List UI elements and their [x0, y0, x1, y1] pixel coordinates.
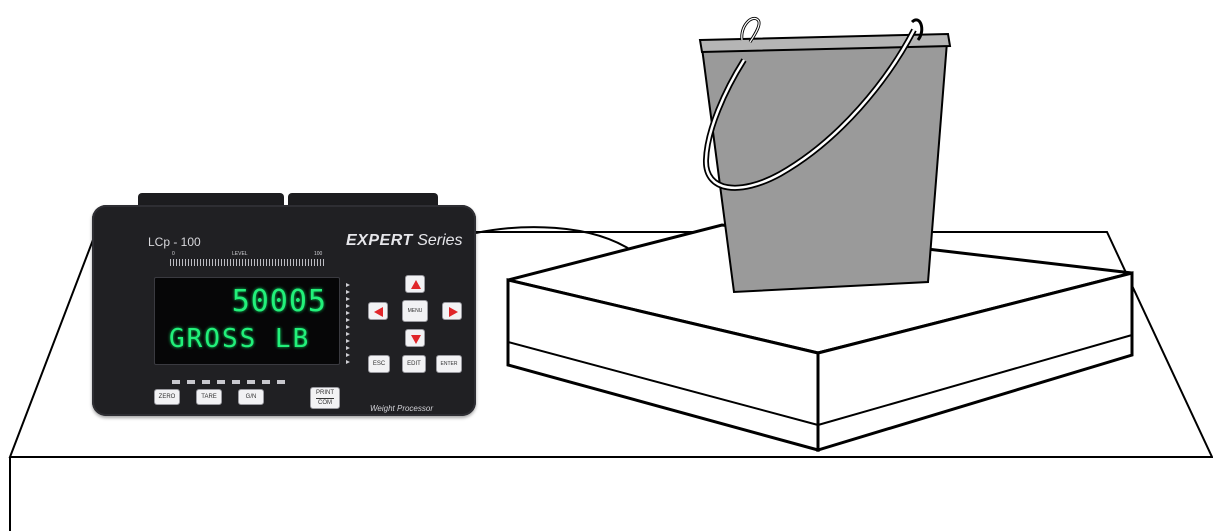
footer-label: Weight Processor — [370, 404, 433, 413]
enter-button[interactable]: ENTER — [436, 355, 462, 373]
down-arrow-button[interactable] — [405, 329, 425, 347]
weight-indicator: LCp - 100 EXPERT Series 0 LEVEL 100 5000… — [92, 193, 476, 416]
status-led — [262, 380, 270, 384]
left-arrow-icon — [374, 307, 383, 317]
level-min-label: 0 — [172, 251, 175, 257]
level-bar-graph — [170, 259, 326, 266]
status-led — [277, 380, 285, 384]
status-led — [247, 380, 255, 384]
status-led — [202, 380, 210, 384]
display-screen: 50005 GROSS LB — [154, 277, 340, 365]
right-arrow-button[interactable] — [442, 302, 462, 320]
esc-button[interactable]: ESC — [368, 355, 390, 373]
up-arrow-icon — [411, 280, 421, 289]
annunciator-column — [346, 283, 352, 367]
gross-net-button[interactable]: G/N — [238, 389, 264, 405]
status-led-row — [172, 371, 292, 389]
left-arrow-button[interactable] — [368, 302, 388, 320]
bucket — [700, 18, 950, 292]
model-label: LCp - 100 — [148, 235, 201, 249]
level-label: LEVEL — [232, 251, 248, 257]
series-label: EXPERT Series — [346, 232, 463, 250]
menu-button[interactable]: MENU — [402, 300, 428, 322]
status-led — [172, 380, 180, 384]
zero-button[interactable]: ZERO — [154, 389, 180, 405]
tare-button[interactable]: TARE — [196, 389, 222, 405]
print-com-button[interactable]: PRINT COM — [310, 387, 340, 409]
mode-readout: GROSS LB — [169, 324, 310, 354]
series-word: Series — [417, 232, 462, 249]
indicator-front-panel: LCp - 100 EXPERT Series 0 LEVEL 100 5000… — [92, 205, 476, 416]
level-max-label: 100 — [314, 251, 322, 257]
com-label: COM — [318, 400, 332, 406]
status-led — [232, 380, 240, 384]
series-brand: EXPERT — [346, 232, 413, 249]
status-led — [187, 380, 195, 384]
weight-readout: 50005 — [232, 284, 327, 319]
up-arrow-button[interactable] — [405, 275, 425, 293]
status-led — [217, 380, 225, 384]
edit-button[interactable]: EDIT — [402, 355, 426, 373]
print-label: PRINT — [316, 390, 334, 396]
right-arrow-icon — [449, 307, 458, 317]
down-arrow-icon — [411, 335, 421, 344]
